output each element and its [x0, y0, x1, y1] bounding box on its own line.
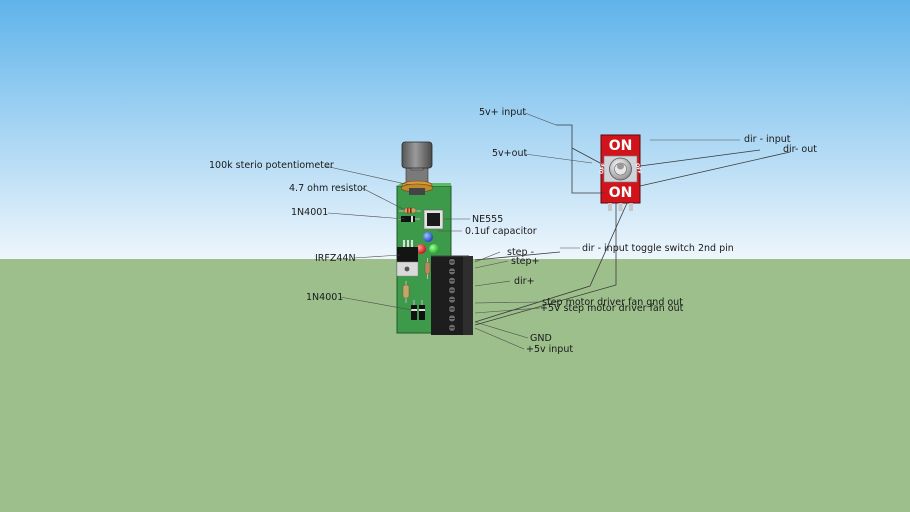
label-capacitor: 0.1uf capacitor	[465, 226, 537, 237]
led-red	[416, 244, 426, 254]
label-ne555: NE555	[472, 214, 504, 225]
potentiometer	[400, 141, 434, 195]
led-green	[429, 244, 439, 254]
label-mosfet: IRFZ44N	[315, 253, 356, 264]
small-component	[424, 258, 431, 279]
header-pins	[403, 240, 413, 247]
switch-off-left-label: OFF	[599, 163, 608, 175]
screw-terminal-block	[431, 255, 473, 335]
mosfet-irfz44n	[396, 247, 419, 277]
diode-1n4001-bottom	[411, 300, 425, 320]
leader-lines	[324, 112, 740, 350]
label-dir-minus-out: dir- out	[783, 144, 817, 155]
ne555-chip	[423, 209, 444, 230]
switch-off-right-label: OFF	[634, 163, 643, 175]
label-resistor: 4.7 ohm resistor	[289, 183, 367, 194]
label-potentiometer: 100k sterio potentiometer	[209, 160, 334, 171]
label-step-minus: step -	[507, 247, 534, 258]
resistor-vertical	[402, 281, 410, 303]
switch-on-bottom-label: ON	[609, 185, 633, 201]
toggle-switch: ON ON OFF OFF	[599, 134, 643, 211]
resistor-4-7-ohm	[399, 207, 421, 214]
label-toggle-pin: dir - input toggle switch 2nd pin	[582, 243, 734, 254]
switch-on-top-label: ON	[609, 138, 633, 154]
label-fan-gnd: step motor driver fan gnd out	[542, 297, 683, 308]
label-5v-plus-out: 5v+out	[492, 148, 528, 159]
label-5v-plus-input: 5v+ input	[479, 107, 527, 118]
label-step-plus: step+	[511, 256, 540, 267]
label-diode-top: 1N4001	[291, 207, 329, 218]
label-diode-bottom: 1N4001	[306, 292, 344, 303]
label-5v-input: +5v input	[526, 344, 574, 355]
label-fan-5v: +5V step motor driver fan out	[540, 303, 684, 314]
label-dir-minus-input: dir - input	[744, 134, 791, 145]
sky	[0, 0, 910, 259]
label-dir-plus: dir+	[514, 276, 535, 287]
led-blue	[423, 232, 433, 242]
label-gnd: GND	[530, 333, 552, 344]
